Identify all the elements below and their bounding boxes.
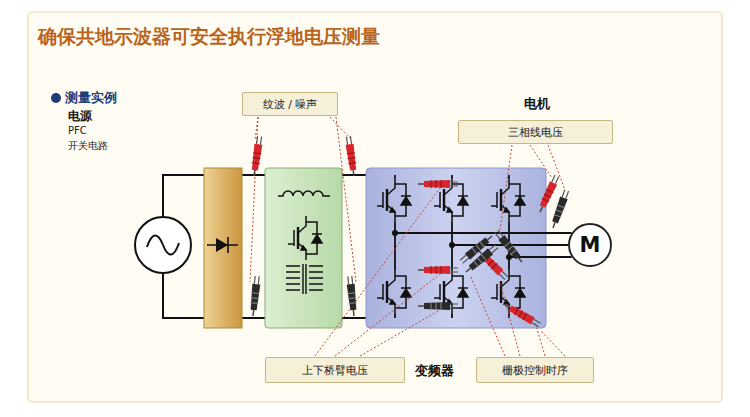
- section-heading: 测量实例: [65, 89, 117, 107]
- phase-wire: [546, 244, 568, 246]
- phase-wire: [546, 256, 572, 258]
- callout-box: 三相线电压: [458, 120, 613, 144]
- group-heading: 电源: [68, 108, 92, 125]
- callout-box: 纹波 / 噪声: [242, 92, 338, 116]
- inverter-block: 变频器: [366, 168, 546, 328]
- example-item: PFC: [68, 125, 87, 136]
- example-item: 开关电路: [68, 139, 108, 153]
- motor-label: M: [580, 233, 601, 257]
- callout-text: 栅极控制时序: [502, 363, 568, 378]
- motor-circle: M: [568, 223, 612, 267]
- callout-box: 栅极控制时序: [476, 357, 594, 383]
- diagram-title: 确保共地示波器可安全执行浮地电压测量: [38, 24, 380, 50]
- callout-box: 上下桥臂电压: [265, 357, 405, 383]
- group-heading: 电机: [524, 95, 550, 113]
- phase-wire: [546, 232, 572, 234]
- callout-text: 三相线电压: [508, 125, 563, 140]
- callout-text: 纹波 / 噪声: [263, 97, 318, 112]
- callout-text: 上下桥臂电压: [302, 363, 368, 378]
- block-heading: 变频器: [415, 362, 454, 380]
